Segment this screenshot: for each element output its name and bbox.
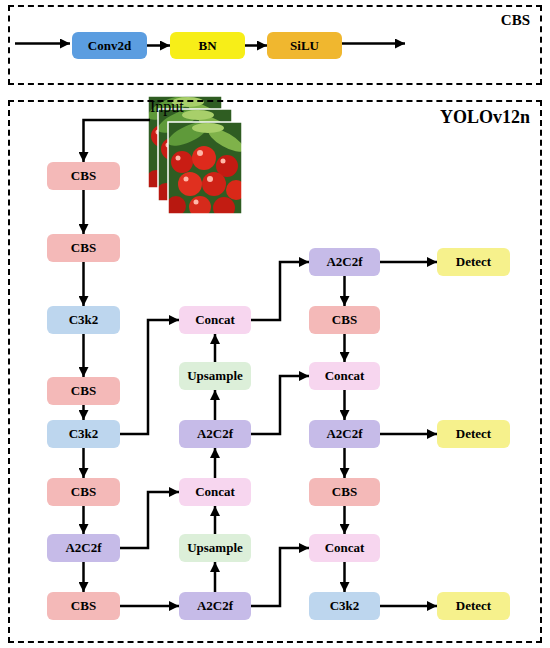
block-label: CBS — [71, 168, 96, 184]
block-label: C3k2 — [69, 312, 99, 328]
batchnorm-block: BN — [170, 32, 245, 59]
input-label: Input — [150, 98, 184, 115]
cbs-layer: CBS — [47, 162, 120, 190]
cbs-layer: CBS — [309, 306, 380, 334]
flow-arrow — [120, 320, 179, 434]
flow-arrow — [245, 44, 267, 47]
cbs-layer: CBS — [47, 592, 120, 620]
block-label: Concat — [195, 484, 235, 500]
flow-arrow — [343, 562, 346, 592]
block-label: CBS — [332, 312, 357, 328]
a2c2f-layer: A2C2f — [179, 592, 251, 620]
block-label: SiLU — [290, 38, 319, 54]
c3k2-layer: C3k2 — [309, 592, 380, 620]
flow-arrow — [82, 448, 85, 478]
flow-arrow — [343, 506, 346, 534]
block-label: CBS — [71, 484, 96, 500]
block-label: Conv2d — [88, 38, 131, 54]
block-label: Detect — [456, 598, 491, 614]
block-label: A2C2f — [197, 598, 233, 614]
flow-arrow — [120, 605, 179, 608]
c3k2-layer: C3k2 — [47, 306, 120, 334]
a2c2f-layer: A2C2f — [47, 534, 120, 562]
input-image: Input — [150, 98, 246, 246]
flow-arrow — [380, 433, 437, 436]
block-label: C3k2 — [330, 598, 360, 614]
block-label: CBS — [71, 383, 96, 399]
cbs-layer: CBS — [47, 377, 120, 405]
flow-arrow — [214, 334, 217, 362]
concat-layer: Concat — [309, 362, 380, 390]
input-wire — [15, 42, 70, 45]
flow-arrow — [251, 262, 309, 320]
flow-arrow — [82, 262, 85, 306]
conv2d-block: Conv2d — [72, 32, 147, 59]
flow-arrow — [251, 376, 309, 434]
flow-arrow — [214, 448, 217, 478]
block-label: BN — [198, 38, 216, 54]
block-label: CBS — [71, 240, 96, 256]
flow-arrow — [343, 390, 346, 420]
block-label: Concat — [325, 368, 365, 384]
flow-arrow — [82, 506, 85, 534]
upsample-layer: Upsample — [179, 362, 251, 390]
block-label: Upsample — [187, 368, 243, 384]
flow-arrow — [214, 506, 217, 534]
a2c2f-layer: A2C2f — [309, 248, 380, 276]
frame-title: YOLOv12n — [440, 107, 530, 128]
concat-layer: Concat — [179, 478, 251, 506]
block-label: A2C2f — [326, 254, 362, 270]
a2c2f-layer: A2C2f — [309, 420, 380, 448]
detect-head: Detect — [437, 248, 510, 276]
block-label: CBS — [71, 598, 96, 614]
cbs-layer: CBS — [47, 234, 120, 262]
tomato-image-stack — [145, 91, 247, 219]
flow-arrow — [82, 405, 85, 420]
detect-head: Detect — [437, 420, 510, 448]
flow-arrow — [84, 120, 151, 162]
detect-head: Detect — [437, 592, 510, 620]
yolov12n-frame: InputCBSCBSC3k2CBSC3k2CBSA2C2fCBSConcatU… — [8, 100, 542, 643]
block-label: Detect — [456, 254, 491, 270]
concat-layer: Concat — [309, 534, 380, 562]
block-label: Concat — [325, 540, 365, 556]
block-label: A2C2f — [197, 426, 233, 442]
output-wire — [340, 42, 405, 45]
flow-arrow — [214, 390, 217, 420]
flow-arrow — [343, 334, 346, 362]
flow-arrow — [343, 448, 346, 478]
block-label: Concat — [195, 312, 235, 328]
block-label: Detect — [456, 426, 491, 442]
flow-arrow — [82, 562, 85, 592]
flow-arrow — [147, 44, 170, 47]
cbs-module-frame: Conv2d BN SiLU CBS — [8, 5, 542, 85]
flow-arrow — [82, 190, 85, 234]
block-label: CBS — [332, 484, 357, 500]
flow-arrow — [214, 562, 217, 592]
c3k2-layer: C3k2 — [47, 420, 120, 448]
flow-arrow — [380, 605, 437, 608]
frame-title: CBS — [501, 12, 530, 29]
cbs-layer: CBS — [47, 478, 120, 506]
block-label: A2C2f — [65, 540, 101, 556]
flow-arrow — [380, 261, 437, 264]
cbs-layer: CBS — [309, 478, 380, 506]
concat-layer: Concat — [179, 306, 251, 334]
flow-arrow — [251, 548, 309, 606]
block-label: Upsample — [187, 540, 243, 556]
block-label: C3k2 — [69, 426, 99, 442]
a2c2f-layer: A2C2f — [179, 420, 251, 448]
flow-arrow — [343, 276, 346, 306]
silu-block: SiLU — [267, 32, 342, 59]
flow-arrow — [120, 492, 179, 548]
upsample-layer: Upsample — [179, 534, 251, 562]
block-label: A2C2f — [326, 426, 362, 442]
flow-arrow — [82, 334, 85, 377]
